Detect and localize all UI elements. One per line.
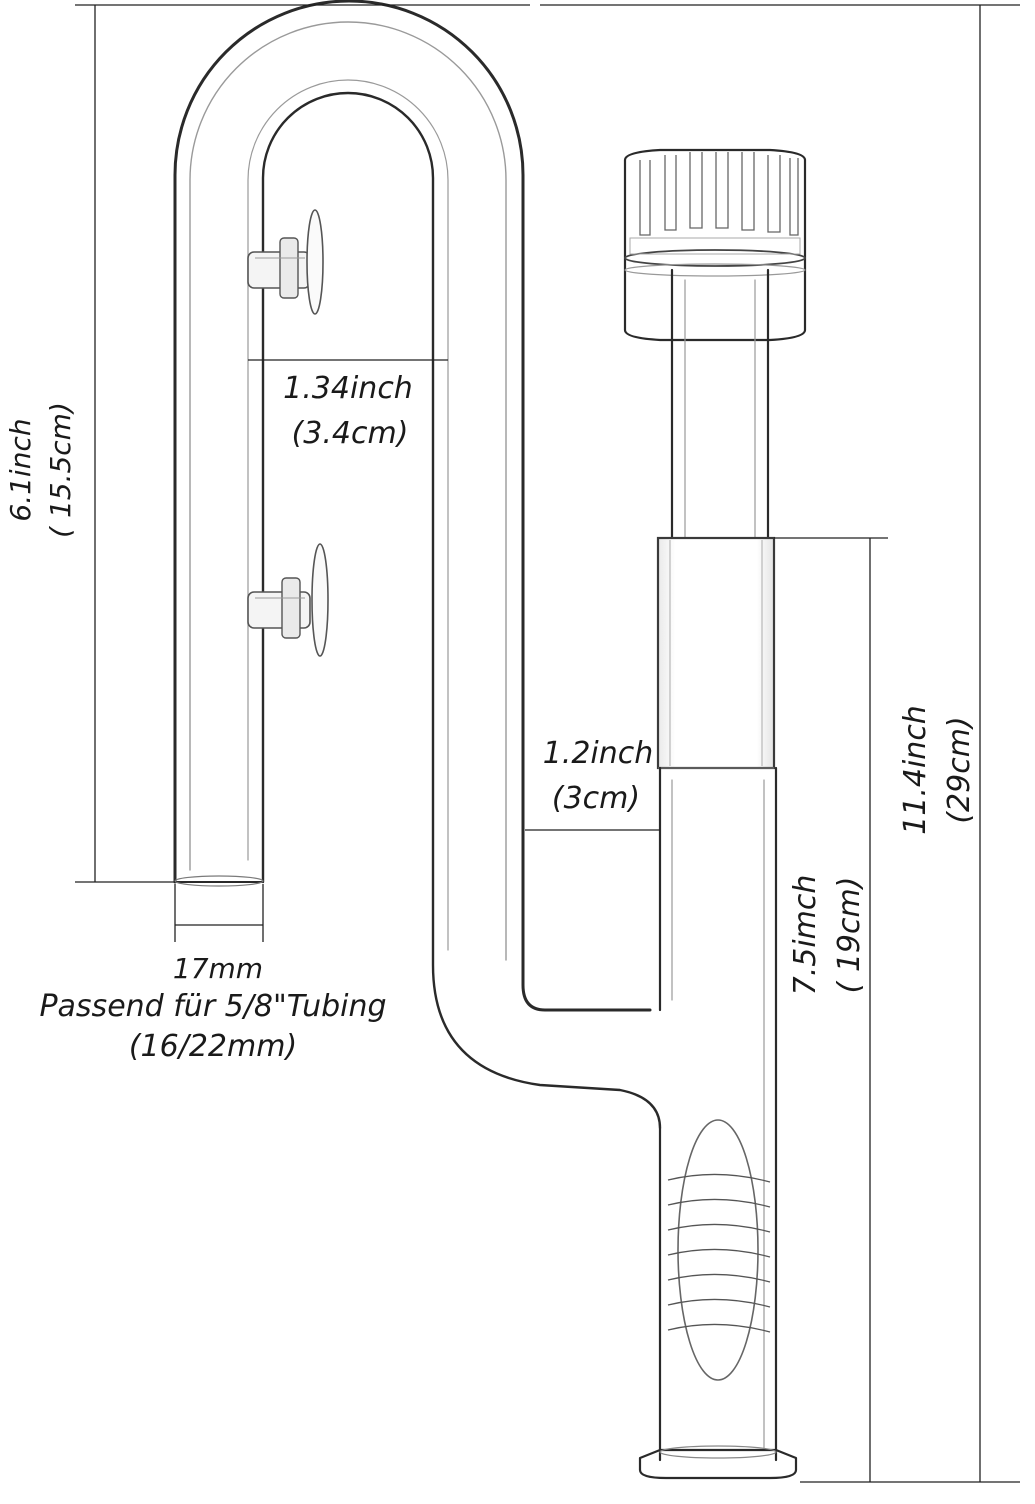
label-height-lower-inch: 7.5imch — [788, 875, 823, 996]
label-height-left: 6.1inch ( 15.5cm) — [4, 402, 77, 538]
suction-cup-bottom — [247, 543, 329, 657]
label-fit-line1: Passend für 5/8"Tubing — [39, 989, 386, 1024]
label-diameter: 17mm — [173, 952, 263, 985]
lily-pipe-illustration — [173, 0, 807, 1480]
label-width-middle-cm: (3cm) — [552, 781, 640, 816]
label-height-left-inch: 6.1inch — [4, 418, 37, 521]
label-height-lower: 7.5imch ( 19cm) — [788, 875, 867, 996]
label-width-top-cm: (3.4cm) — [292, 416, 409, 451]
label-height-left-cm: ( 15.5cm) — [44, 402, 77, 538]
dimension-lines — [75, 4, 1020, 1483]
skimmer-head — [623, 148, 807, 342]
label-fit-line2: (16/22mm) — [129, 1029, 297, 1064]
label-width-top-inch: 1.34inch — [283, 371, 413, 406]
label-height-lower-cm: ( 19cm) — [832, 877, 867, 994]
label-height-total: 11.4inch (29cm) — [898, 705, 977, 835]
label-width-middle-inch: 1.2inch — [543, 736, 654, 771]
label-height-total-cm: (29cm) — [942, 716, 977, 823]
label-height-total-inch: 11.4inch — [898, 705, 933, 835]
suction-cup-top — [247, 209, 324, 315]
intake-strainer — [667, 1119, 771, 1381]
